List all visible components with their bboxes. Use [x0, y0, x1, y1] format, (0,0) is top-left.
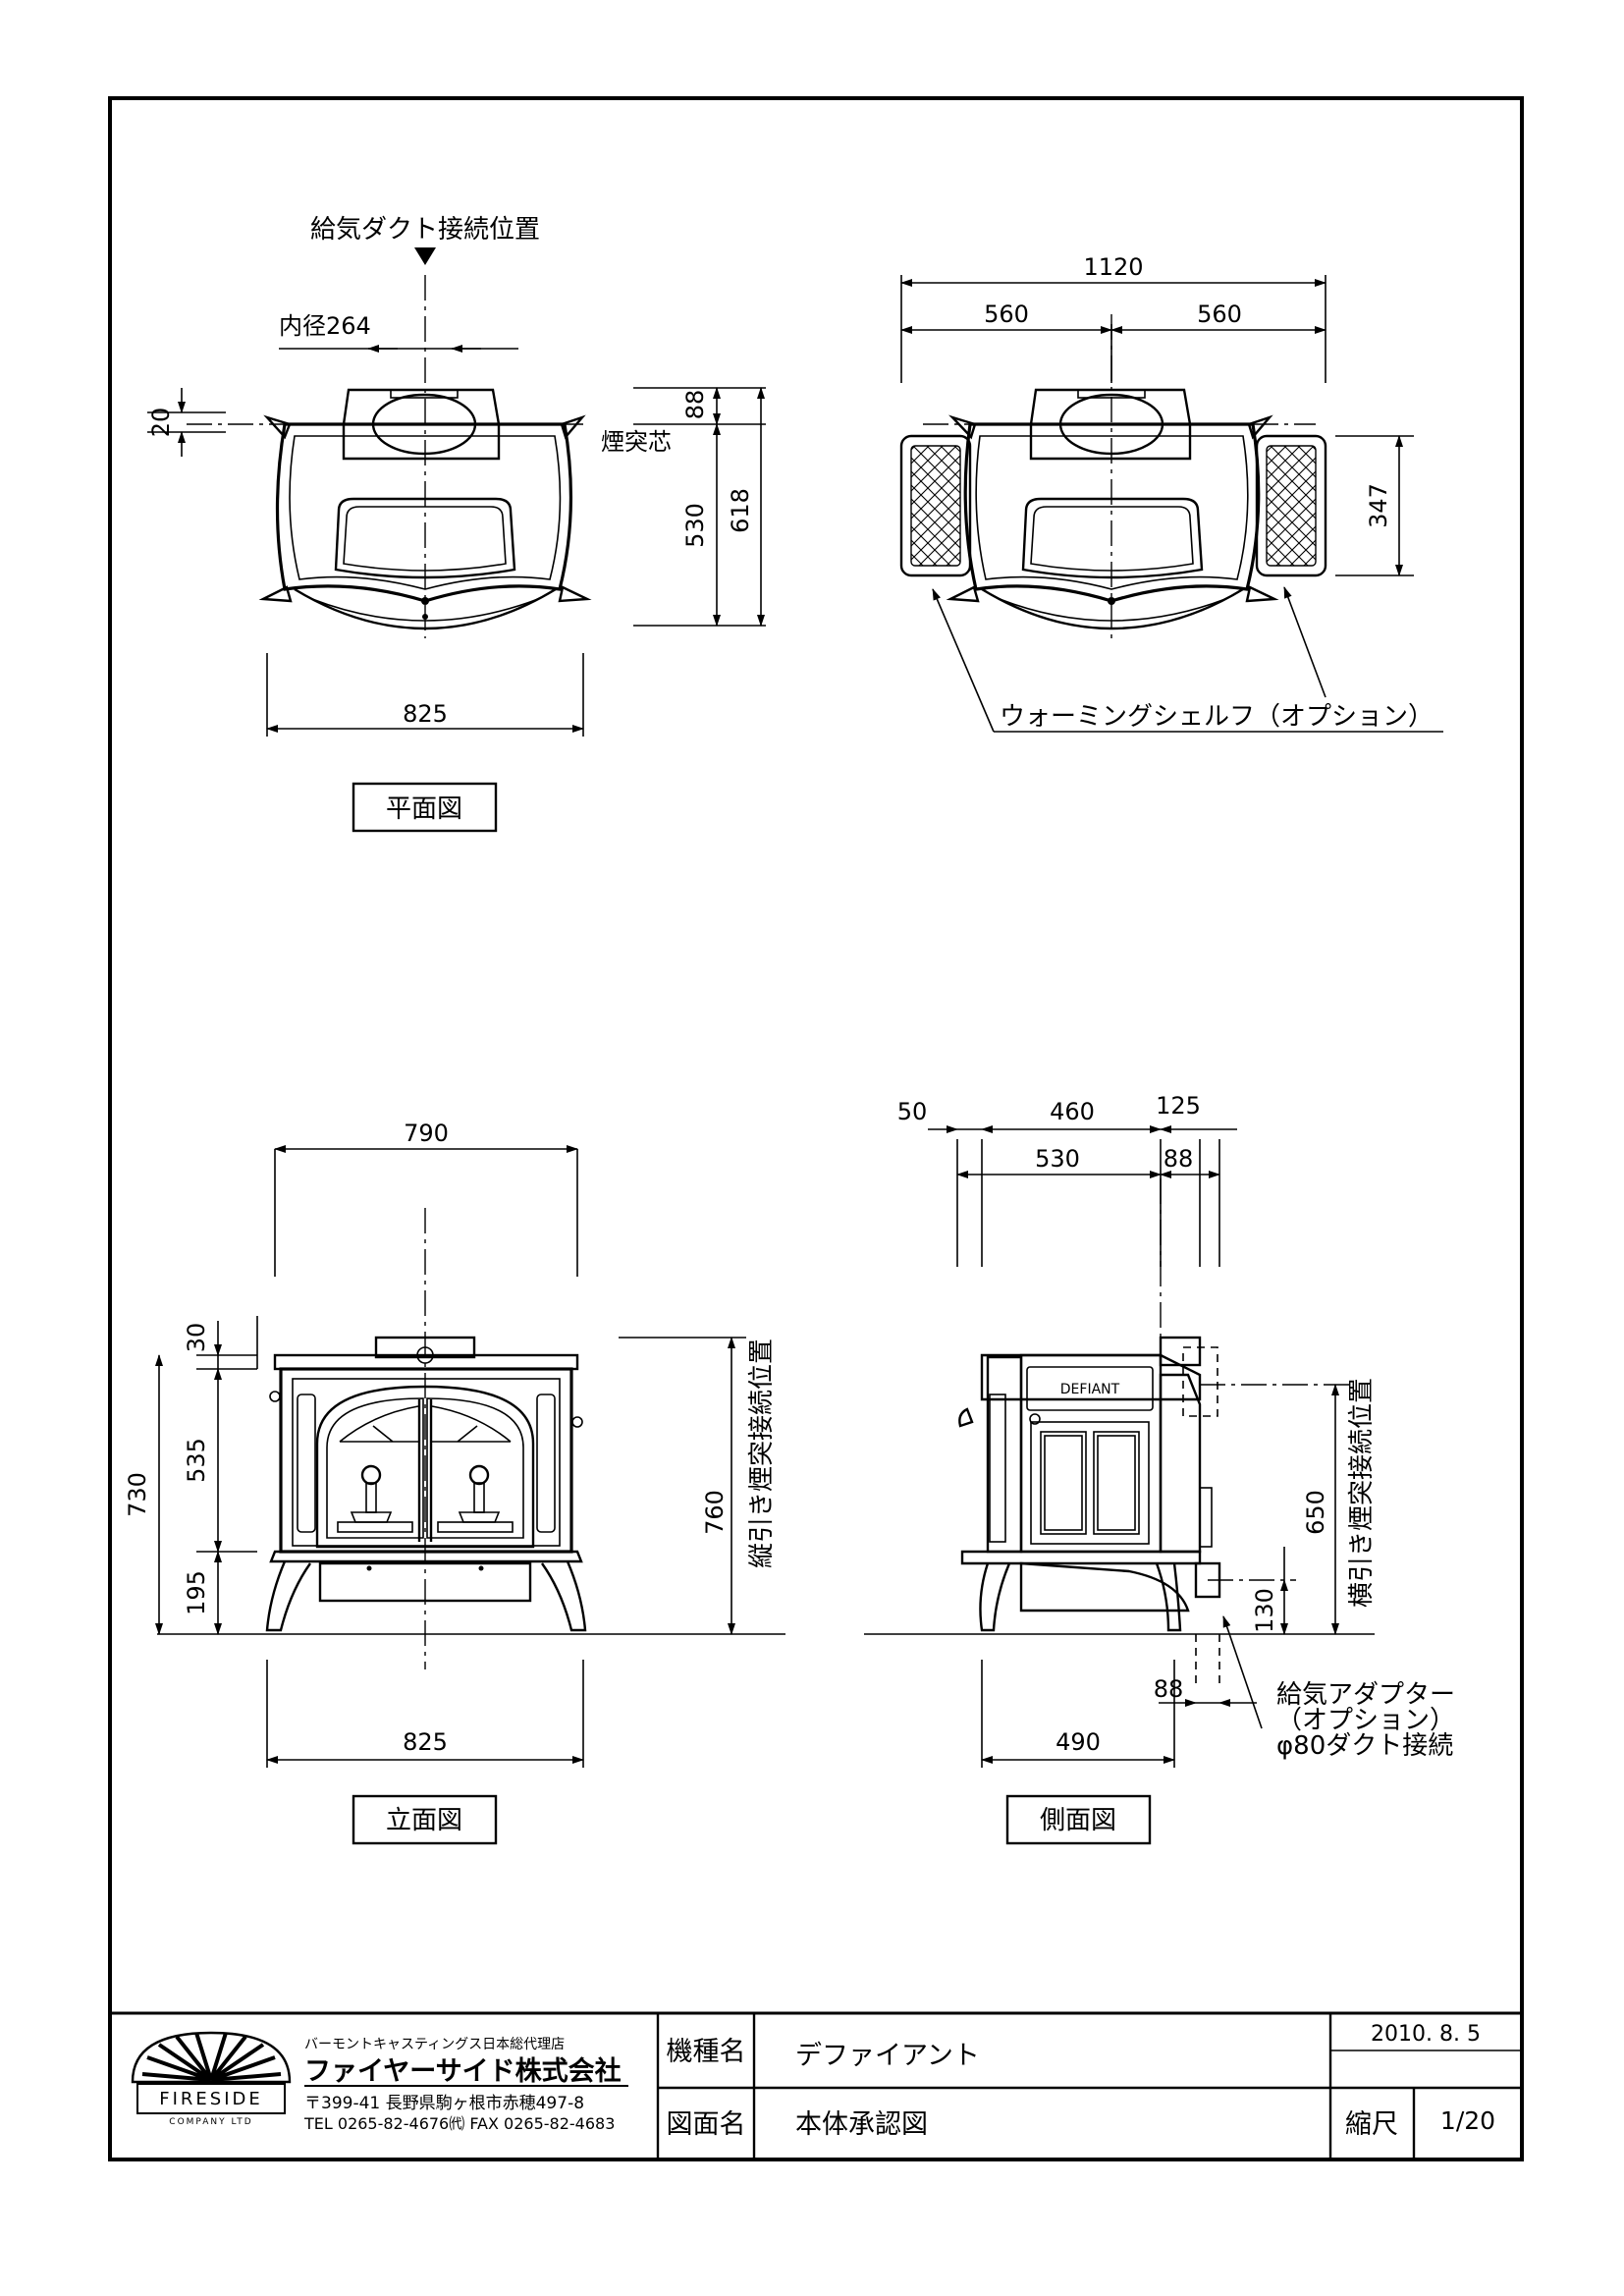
company-subtitle: バーモントキャスティングス日本総代理店: [304, 2037, 565, 2052]
company-phone: TEL 0265-82-4676㈹ FAX 0265-82-4683: [303, 2114, 615, 2133]
dim-88-top: 88: [1164, 1145, 1194, 1173]
side-title: 側面図: [1040, 1806, 1116, 1835]
supply-duct-label: 給気ダクト接続位置: [310, 215, 540, 245]
company-name: ファイヤーサイド株式会社: [304, 2055, 622, 2087]
dim-760: 760: [701, 1490, 729, 1535]
fireside-logo: FIRESIDE COMPANY LTD: [131, 2031, 292, 2127]
adapter-label-2: （オプション）: [1276, 1706, 1455, 1735]
dim-825-front: 825: [403, 1728, 448, 1756]
dim-560-left: 560: [984, 301, 1029, 328]
dim-560-right: 560: [1197, 301, 1242, 328]
dim-125: 125: [1156, 1092, 1201, 1120]
plan-title-box: 平面図: [352, 782, 498, 833]
adapter-label-1: 給気アダプター: [1276, 1680, 1455, 1710]
company-address: 〒399-41 長野県駒ヶ根市赤穂497-8: [304, 2094, 584, 2113]
dim-88: 88: [681, 390, 709, 420]
plan-title: 平面図: [386, 794, 462, 824]
dim-530: 530: [681, 503, 709, 548]
dim-20: 20: [147, 408, 175, 438]
side-dimensions: 50 460 125 530 88 650 横引き煙突接続位置 130 88 4…: [897, 1092, 1455, 1768]
nameplate: DEFIANT: [1060, 1382, 1120, 1397]
dim-30: 30: [183, 1323, 210, 1353]
dim-530-side: 530: [1035, 1145, 1080, 1173]
front-title-box: 立面図: [352, 1794, 498, 1845]
dim-347: 347: [1365, 483, 1392, 528]
drawing-value: 本体承認図: [795, 2109, 928, 2140]
front-dimensions: 790 30 535 195 730 760 縦引き煙突接続位置 825: [124, 1120, 777, 1768]
scale-label: 縮尺: [1345, 2109, 1398, 2140]
sheet-border: [108, 96, 1524, 2161]
drawing-date: 2010. 8. 5: [1371, 2022, 1481, 2047]
warming-shelf-label: ウォーミングシェルフ（オプション）: [1000, 702, 1434, 732]
scale-value: 1/20: [1440, 2106, 1495, 2135]
dim-88-bottom: 88: [1154, 1675, 1184, 1703]
dim-825-plan: 825: [403, 700, 448, 728]
front-title: 立面図: [386, 1806, 462, 1835]
plan-shelf-view: [899, 314, 1327, 638]
dim-1120: 1120: [1083, 253, 1143, 281]
duct-position-arrow: [414, 247, 436, 265]
flue-center-label: 煙突芯: [601, 428, 672, 456]
inner-diameter-label: 内径264: [279, 312, 371, 340]
plan-shelf-dimensions: 1120 560 560 347 ウォーミングシェルフ（オプション）: [900, 253, 1443, 733]
dim-490: 490: [1056, 1728, 1101, 1756]
model-label: 機種名: [667, 2037, 746, 2067]
model-value: デファイアント: [795, 2041, 980, 2071]
side-title-box: 側面図: [1005, 1794, 1152, 1845]
plan-view: [187, 275, 592, 638]
dim-460: 460: [1050, 1098, 1095, 1125]
side-view: DEFIANT: [864, 1178, 1375, 1689]
dim-618: 618: [727, 488, 754, 533]
dim-650: 650: [1302, 1490, 1329, 1535]
plan-dimensions: 給気ダクト接続位置 内径264 20 88 530 618 煙突芯 825: [147, 215, 766, 737]
dim-50: 50: [897, 1098, 928, 1125]
dim-790: 790: [404, 1120, 449, 1147]
logo-text: FIRESIDE: [159, 2089, 263, 2109]
dim-130: 130: [1251, 1588, 1278, 1633]
dim-730: 730: [124, 1472, 151, 1517]
dim-535: 535: [183, 1438, 210, 1483]
adapter-label-3: φ80ダクト接続: [1276, 1731, 1453, 1761]
horizontal-flue-label: 横引き煙突接続位置: [1347, 1378, 1377, 1608]
drawing-label: 図面名: [667, 2109, 746, 2140]
dim-195: 195: [183, 1570, 210, 1615]
vertical-flue-label: 縦引き煙突接続位置: [747, 1339, 777, 1568]
title-block: FIRESIDE COMPANY LTD バーモントキャスティングス日本総代理店…: [110, 2011, 1522, 2159]
logo-sub: COMPANY LTD: [169, 2117, 252, 2127]
front-view: [157, 1208, 785, 1669]
